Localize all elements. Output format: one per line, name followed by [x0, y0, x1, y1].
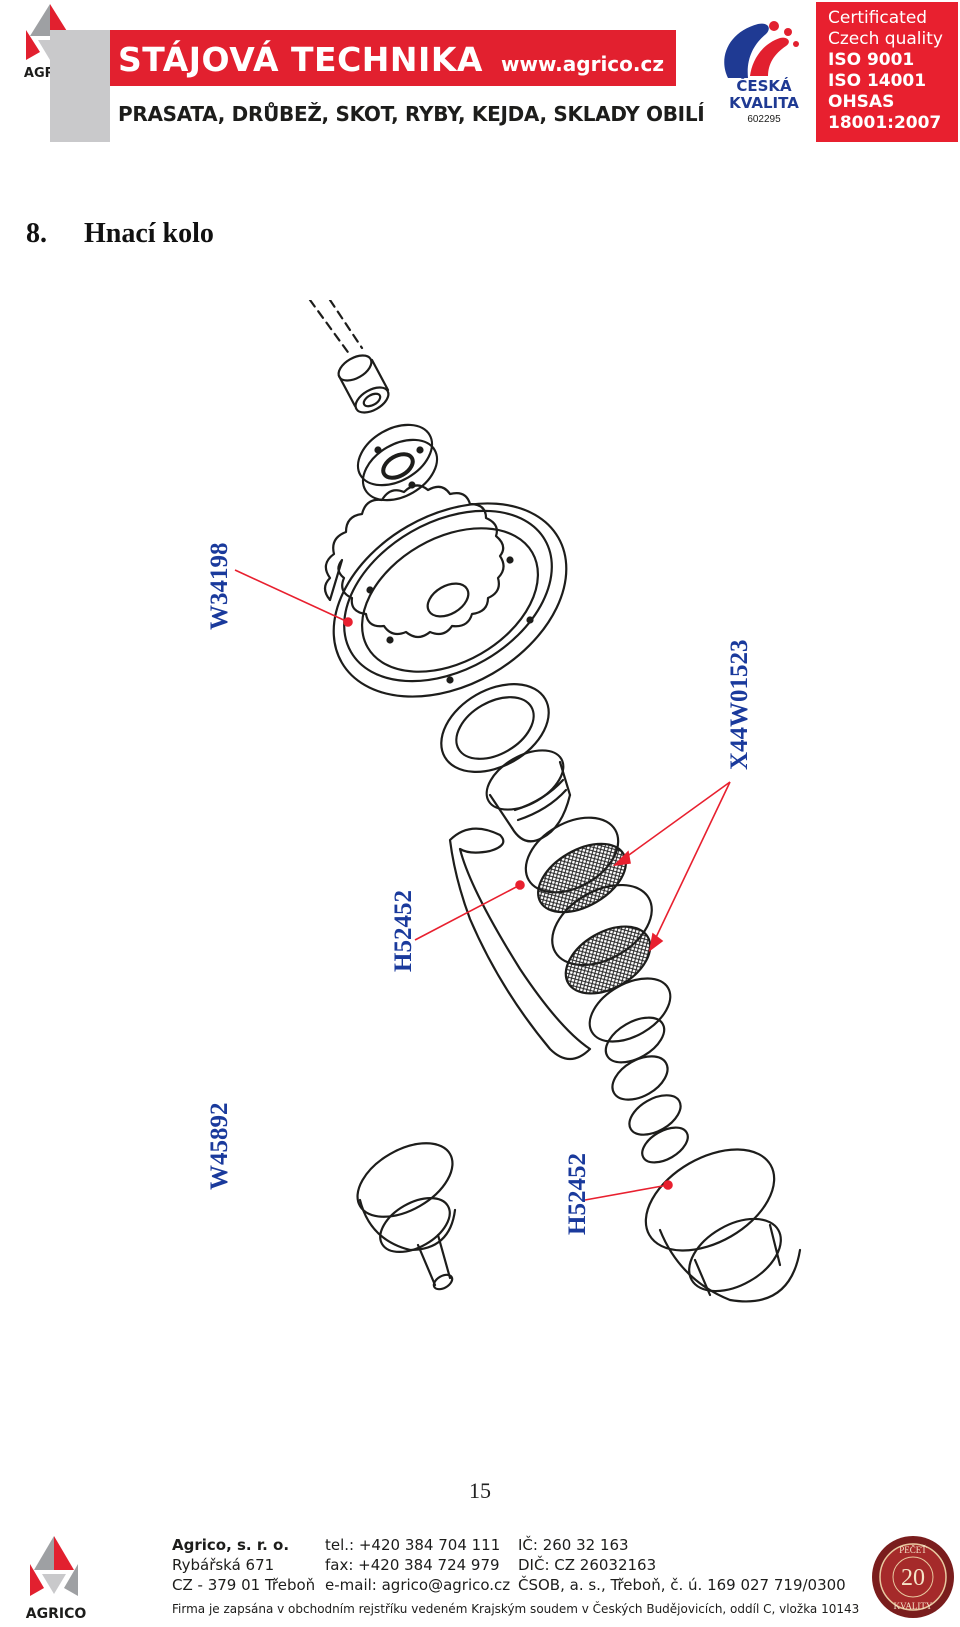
brand-subtitle: PRASATA, DRŮBEŽ, SKOT, RYBY, KEJDA, SKLA…: [118, 102, 705, 126]
bearing-flange: [356, 423, 439, 502]
page-number: 15: [469, 1478, 491, 1503]
cert-line-4: ISO 14001: [828, 71, 927, 91]
footer-email[interactable]: e-mail: agrico@agrico.cz: [325, 1576, 511, 1594]
seal-top-text: PEČEŤ: [899, 1545, 927, 1555]
clutch-discs: [524, 816, 653, 995]
drive-drum: [644, 1148, 802, 1303]
footer-tel: tel.: +420 384 704 111: [325, 1536, 501, 1554]
certification-box: Certificated Czech quality ISO 9001 ISO …: [816, 2, 958, 142]
part-label-w34198: W34198: [206, 542, 233, 631]
footer-bank: ČSOB, a. s., Třeboň, č. ú. 169 027 719/0…: [518, 1576, 846, 1594]
cert-line-1: Certificated: [828, 8, 928, 28]
quality-seal-icon: 20 PEČEŤ KVALITY: [872, 1536, 954, 1618]
hub-plate: [440, 683, 550, 773]
cert-line-6: 18001:2007: [828, 113, 942, 133]
section-heading: 8. Hnací kolo: [26, 218, 214, 250]
brand-title: STÁJOVÁ TECHNIKA: [118, 40, 483, 79]
brand-url[interactable]: www.agrico.cz: [501, 52, 664, 76]
seal-bottom-text: KVALITY: [894, 1601, 933, 1611]
footer-logo-icon: AGRICO: [26, 1536, 87, 1622]
section-title: Hnací kolo: [84, 218, 214, 249]
footer-fax: fax: +420 384 724 979: [325, 1556, 500, 1574]
footer-agrico-logo: AGRICO: [0, 1530, 112, 1622]
footer-registration: Firma je zapsána v obchodním rejstříku v…: [172, 1602, 860, 1616]
washers-and-nuts: [588, 977, 689, 1164]
footer-company-name: Agrico, s. r. o.: [172, 1536, 290, 1554]
part-label-h52452-b: H52452: [564, 1153, 591, 1235]
footer-street: Rybářská 671: [172, 1556, 275, 1574]
footer-dic: DIČ: CZ 26032163: [518, 1556, 657, 1574]
spare-drum: [356, 1142, 457, 1291]
cert-line-3: ISO 9001: [828, 50, 915, 70]
footer-logo-text: AGRICO: [26, 1606, 87, 1622]
sprocket-wheel: [323, 484, 568, 698]
section-number: 8.: [26, 218, 47, 249]
seal-number: 20: [901, 1565, 925, 1591]
quality-line1: ČESKÁ: [736, 77, 792, 95]
czech-quality-icon: [724, 21, 799, 78]
ceska-kvalita-logo: ČESKÁ KVALITA 602295: [688, 18, 806, 130]
brand-banner: STÁJOVÁ TECHNIKA www.agrico.cz PRASATA, …: [50, 30, 705, 142]
quality-number: 602295: [747, 114, 781, 125]
footer-ids: IČ: 260 32 163 DIČ: CZ 26032163 ČSOB, a.…: [518, 1535, 846, 1595]
quality-line2: KVALITA: [729, 94, 799, 112]
part-label-h52452-a: H52452: [390, 890, 417, 972]
part-label-w45892: W45892: [206, 1102, 233, 1191]
cert-line-2: Czech quality: [828, 29, 943, 49]
part-label-x44w01523: X44W01523: [726, 639, 753, 770]
leader-lines: [234, 569, 731, 1201]
drive-wheel-diagram: W34198 X44W01523 H52452 W45892 H52452: [150, 298, 850, 1360]
swing-arm: [448, 827, 592, 1061]
shaft-collar: [485, 749, 572, 843]
footer-ic: IČ: 260 32 163: [518, 1536, 629, 1554]
quality-seal: 20 PEČEŤ KVALITY: [870, 1534, 956, 1620]
exploded-parts-illustration: [234, 298, 802, 1303]
footer-company: Agrico, s. r. o. Rybářská 671 CZ - 379 0…: [172, 1535, 315, 1595]
footer-city: CZ - 379 01 Třeboň: [172, 1576, 316, 1594]
cert-line-5: OHSAS: [828, 92, 895, 112]
bushing: [337, 354, 390, 414]
footer-contact: tel.: +420 384 704 111 fax: +420 384 724…: [325, 1535, 510, 1595]
